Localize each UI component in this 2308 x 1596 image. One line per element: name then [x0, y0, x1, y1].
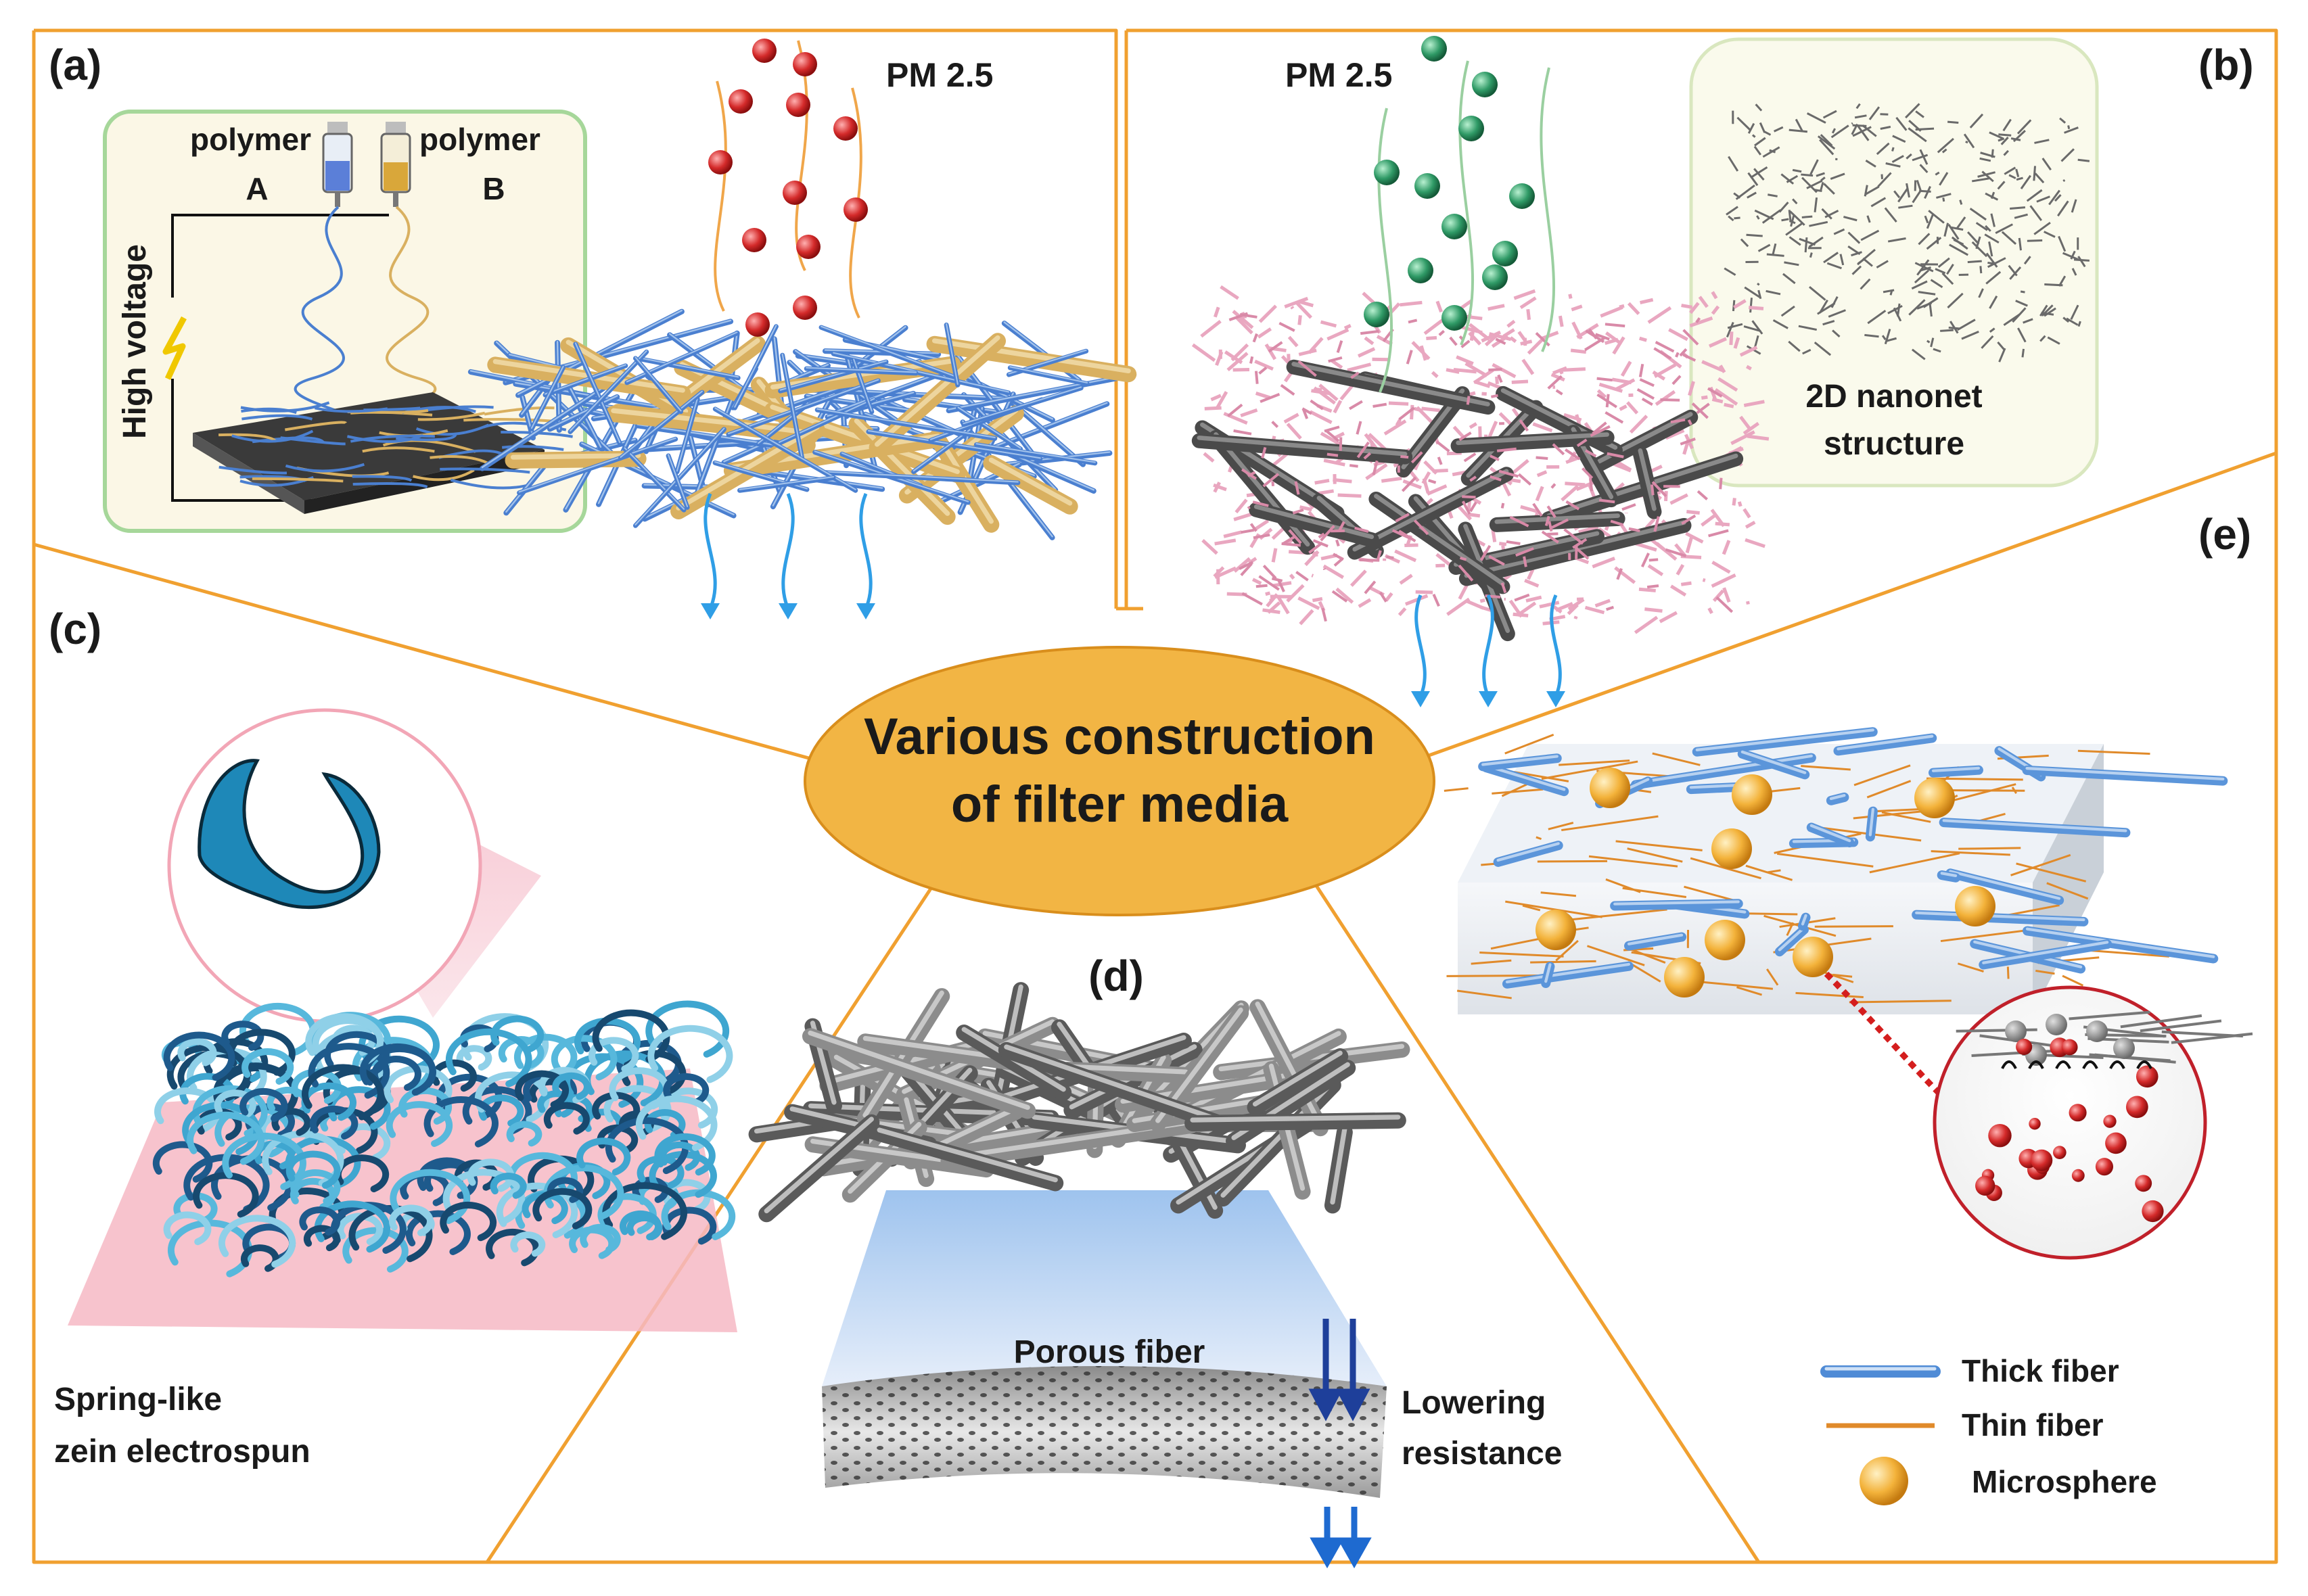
legend-thin-fiber: Thin fiber: [1826, 1407, 2104, 1442]
panel-b: (b) PM 2.5 2D nanonet structure: [1191, 36, 2254, 707]
composite-microspheres: [1536, 768, 1995, 998]
legend-label-thin: Thin fiber: [1962, 1407, 2104, 1442]
fiber-mat-a: [467, 308, 1137, 540]
pm-particles-b: [1364, 36, 1555, 393]
panel-e-tag: (e): [2198, 510, 2251, 559]
zoom-detail-e: [1956, 1010, 2253, 1223]
center-title-line2: of filter media: [951, 776, 1289, 833]
polymer-b-letter: B: [482, 171, 505, 206]
nanonet-label-1: 2D nanonet: [1805, 379, 1982, 415]
microsphere-dot-icon: [1860, 1457, 1908, 1505]
center-ellipse: Various construction of filter media: [804, 646, 1435, 916]
porous-fiber-mat: [748, 982, 1410, 1223]
nanonet-membrane: [1191, 285, 1770, 642]
pm-label-a: PM 2.5: [886, 56, 993, 94]
nanonet-structure-icon: [1724, 103, 2090, 362]
airflow-arrows-a: [701, 493, 875, 619]
nanonet-box: [1689, 37, 2099, 488]
legend: Thick fiber Thin fiber Microsphere: [1820, 1353, 2157, 1505]
panel-c-tag: (c): [49, 605, 101, 653]
legend-label-thick: Thick fiber: [1962, 1353, 2119, 1388]
lowering-label-2: resistance: [1402, 1436, 1563, 1472]
legend-thick-fiber: Thick fiber: [1820, 1353, 2119, 1388]
lightning-icon: [162, 316, 187, 380]
collector-fibers: [218, 401, 573, 490]
pm-label-b: PM 2.5: [1285, 56, 1392, 94]
high-voltage-label: High voltage: [117, 244, 153, 439]
spring-fiber-mat: [152, 1000, 736, 1277]
panel-b-tag: (b): [2198, 41, 2254, 89]
porous-fiber-label: Porous fiber: [1014, 1334, 1205, 1370]
zoom-beam: [822, 1190, 1387, 1386]
panel-a-tag: (a): [49, 41, 101, 89]
box-side: [2033, 744, 2104, 1014]
panel-a: (a) High voltage polymer A polymer B: [49, 39, 1137, 619]
pm-particles-a: [708, 39, 868, 337]
zoom-link: [1824, 971, 1944, 1098]
lowering-label-1: Lowering: [1402, 1385, 1546, 1421]
spring-caption-1: Spring-like: [54, 1382, 222, 1417]
composite-fibers: [1444, 727, 2228, 1010]
panel-d: (d) Porous fiber Lowering resistance: [748, 952, 1563, 1569]
legend-label-microsphere: Microsphere: [1972, 1464, 2157, 1499]
syringe-a-icon: [322, 122, 353, 207]
panel-frame: [32, 28, 2278, 1564]
panel-c: (c) Spring-like zein electrospun: [49, 605, 737, 1470]
spring-caption-2: zein electrospun: [54, 1434, 310, 1470]
airflow-arrows-b: [1411, 594, 1565, 707]
down-arrows-bottom-icon: [1310, 1507, 1372, 1569]
polymer-a-letter: A: [246, 171, 268, 206]
center-title-line1: Various construction: [864, 708, 1375, 766]
panel-d-tag: (d): [1088, 952, 1144, 1000]
polymer-b-label: polymer: [419, 122, 540, 157]
polymer-a-label: polymer: [190, 122, 311, 157]
legend-microsphere: Microsphere: [1860, 1457, 2157, 1505]
syringe-b-icon: [380, 122, 411, 207]
down-arrows-top-icon: [1308, 1319, 1370, 1422]
panel-e: (e) Thick fiber Thin fiber Microsphere: [1444, 510, 2253, 1505]
box-front: [1458, 883, 2033, 1014]
spring-fiber-icon: [198, 759, 381, 910]
nanonet-label-2: structure: [1824, 426, 1964, 462]
